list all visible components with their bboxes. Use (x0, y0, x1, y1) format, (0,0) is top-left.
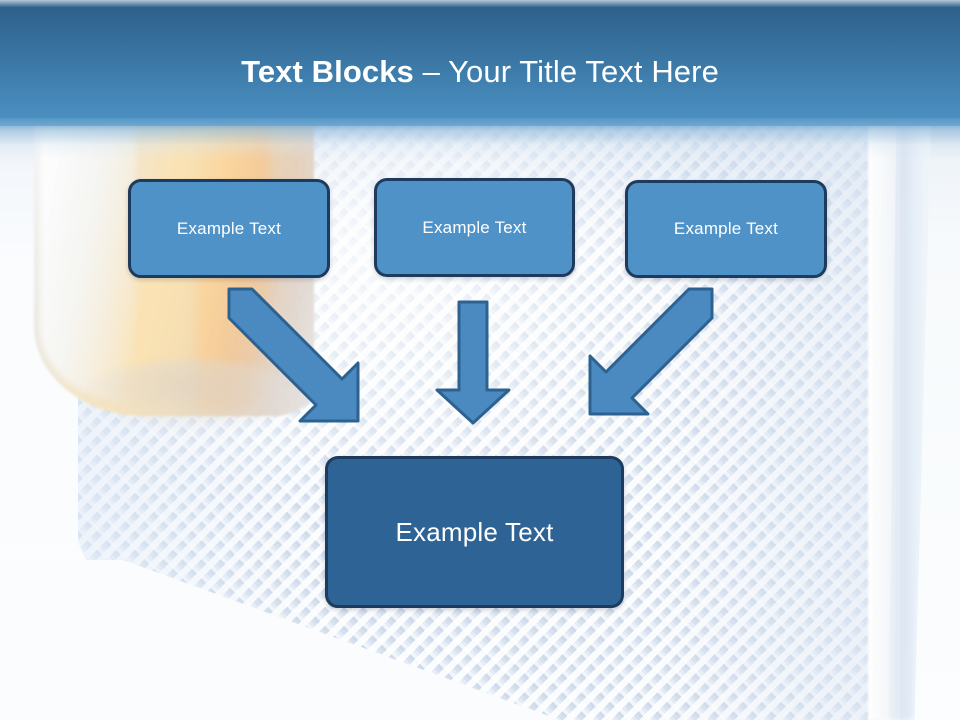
page-title: Text Blocks – Your Title Text Here (0, 52, 960, 92)
text-block-1[interactable]: Example Text (128, 179, 330, 278)
text-block-2[interactable]: Example Text (374, 178, 575, 277)
text-block-3[interactable]: Example Text (625, 180, 827, 278)
text-block-result[interactable]: Example Text (325, 456, 624, 608)
text-block-2-label: Example Text (422, 217, 527, 237)
text-block-result-label: Example Text (395, 516, 554, 547)
metallic-object-highlight (40, 122, 136, 404)
slide-header-band (0, 0, 960, 126)
text-block-3-label: Example Text (673, 219, 779, 238)
page-title-regular-part: – Your Title Text Here (413, 54, 719, 89)
page-title-bold-part: Text Blocks (241, 54, 414, 89)
text-block-1-label: Example Text (176, 218, 282, 238)
metallic-object-base-shadow (86, 360, 300, 430)
